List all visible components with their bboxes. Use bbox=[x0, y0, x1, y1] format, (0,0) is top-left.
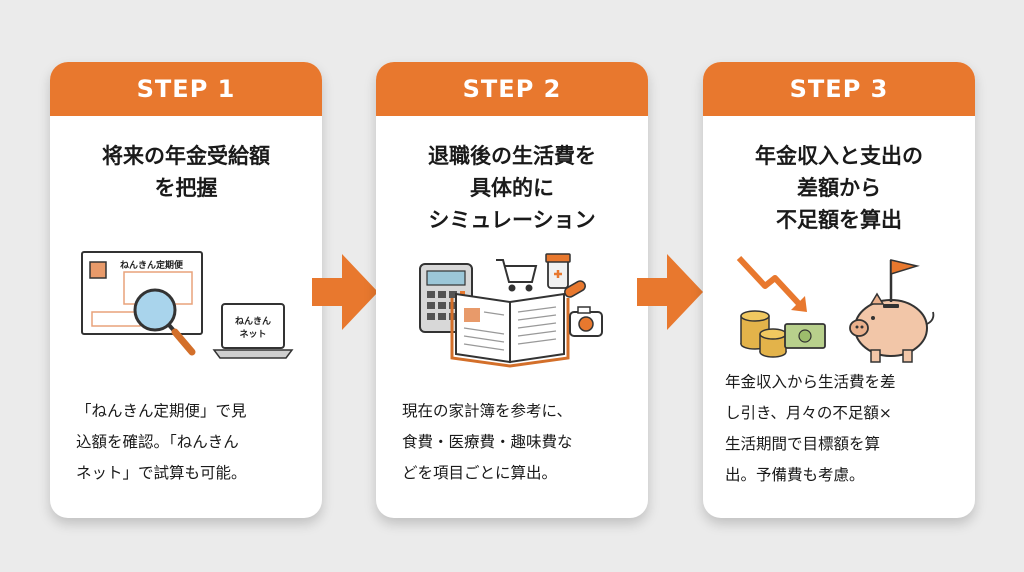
step-description-2: 現在の家計簿を参考に、 食費・医療費・趣味費な どを項目ごとに算出。 bbox=[402, 402, 573, 482]
step-card-2: STEP 2 退職後の生活費を 具体的に シミュレーション bbox=[376, 62, 648, 518]
step-header-1: STEP 1 bbox=[50, 62, 322, 116]
step-illustration-2 bbox=[419, 253, 603, 368]
step-description-1: 「ねんきん定期便」で見 込額を確認。「ねんきん ネット」で試算も可能。 bbox=[76, 402, 247, 482]
step-header-3: STEP 3 bbox=[703, 62, 975, 116]
step-card-3: STEP 3 年金収入と支出の 差額から 不足額を算出 bbox=[703, 62, 975, 518]
banknote-icon bbox=[784, 323, 826, 349]
step-header-2: STEP 2 bbox=[376, 62, 648, 116]
postcard-label: ねんきん定期便 bbox=[120, 259, 184, 271]
step-title-3: 年金収入と支出の 差額から 不足額を算出 bbox=[755, 144, 923, 232]
step-title-1: 将来の年金受給額 を把握 bbox=[102, 144, 270, 200]
magnifier-icon bbox=[133, 288, 196, 356]
arrow-right-icon bbox=[312, 254, 378, 330]
flag-icon bbox=[889, 259, 920, 302]
laptop-label-2: ネット bbox=[239, 329, 266, 340]
step-illustration-1: ねんきん定期便 ねんきん ネット bbox=[81, 251, 294, 359]
step-description-3: 年金収入から生活費を差 し引き、月々の不足額× 生活期間で目標額を算 出。予備費… bbox=[725, 373, 896, 484]
shopping-cart-icon bbox=[496, 259, 538, 292]
laptop-icon: ねんきん ネット bbox=[212, 303, 294, 359]
camera-icon bbox=[569, 306, 603, 337]
open-book-icon bbox=[450, 292, 570, 368]
piggy-bank-icon bbox=[849, 292, 935, 363]
step-title-2: 退職後の生活費を 具体的に シミュレーション bbox=[428, 144, 596, 232]
step-illustration-3 bbox=[736, 255, 935, 363]
coins-icon bbox=[740, 310, 787, 358]
laptop-label-1: ねんきん bbox=[235, 316, 271, 327]
downtrend-arrow-icon bbox=[736, 255, 807, 312]
step-card-1: STEP 1 将来の年金受給額 を把握 ねんきん定期便 ねんきん ネット 「ねん… bbox=[50, 62, 322, 518]
medicine-icon bbox=[545, 253, 586, 298]
arrow-right-icon bbox=[637, 254, 703, 330]
